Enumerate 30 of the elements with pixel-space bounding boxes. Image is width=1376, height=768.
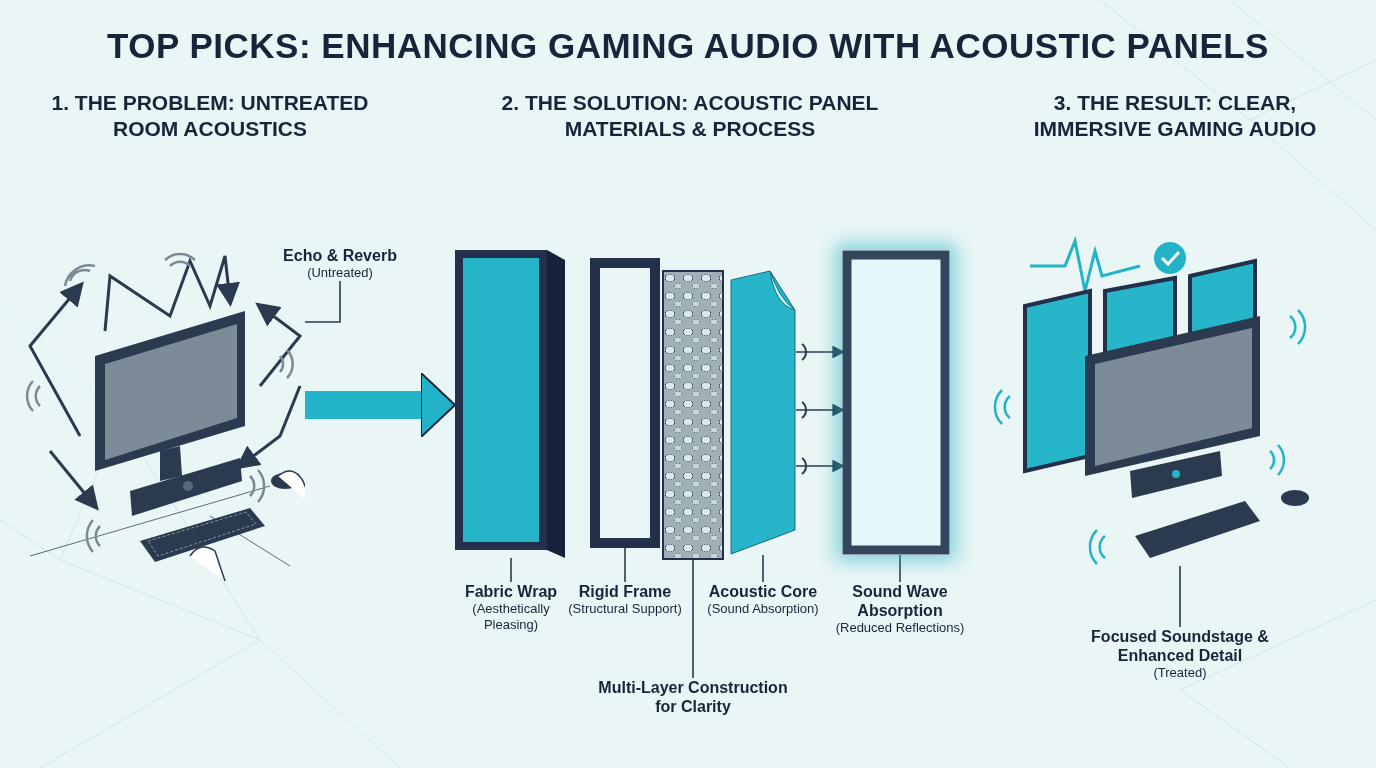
treated-panel-drawing: [842, 250, 950, 555]
leader-line: [1179, 565, 1181, 628]
callout-title: Fabric Wrap: [463, 582, 559, 601]
callout-title: Acoustic Core: [707, 582, 819, 601]
leader-line: [899, 554, 901, 583]
leader-line: [762, 554, 764, 583]
callout-note: (Reduced Reflections): [834, 620, 966, 636]
arrow: [305, 372, 456, 438]
fabric-sheet-drawing: [730, 270, 796, 555]
callout-title: Rigid Frame: [577, 582, 673, 601]
section-heading: 3. THE RESULT: CLEAR, IMMERSIVE GAMING AUDIO: [1032, 90, 1318, 142]
frame-drawing: [590, 258, 660, 548]
leader-line: [510, 557, 512, 583]
callout-note: (Sound Absorption): [706, 601, 820, 617]
fabric-panel-drawing: [455, 250, 567, 558]
section-heading: 1. THE PROBLEM: UNTREATED ROOM ACOUSTICS: [50, 90, 370, 142]
leader-line: [624, 547, 626, 583]
callout-title: Echo & Reverb: [282, 246, 398, 265]
leader-line: [692, 559, 694, 679]
callout-note: (Treated): [1152, 665, 1208, 681]
page-title: TOP PICKS: ENHANCING GAMING AUDIO WITH ACOUSTIC PANELS: [106, 26, 1270, 66]
callout-note: (Aesthetically Pleasing): [471, 601, 551, 633]
leader-line: [304, 280, 341, 323]
callout-title: Multi-Layer Construction for Clarity: [598, 678, 788, 716]
section-heading: 2. THE SOLUTION: ACOUSTIC PANEL MATERIALS & PROCESS: [500, 90, 880, 142]
core-layer-drawing: [662, 270, 724, 560]
callout-title: Focused Soundstage & Enhanced Detail: [1090, 627, 1270, 665]
callout-title: Sound Wave Absorption: [851, 582, 949, 620]
callout-note: (Untreated): [306, 265, 374, 281]
callout-note: (Structural Support): [567, 601, 683, 617]
